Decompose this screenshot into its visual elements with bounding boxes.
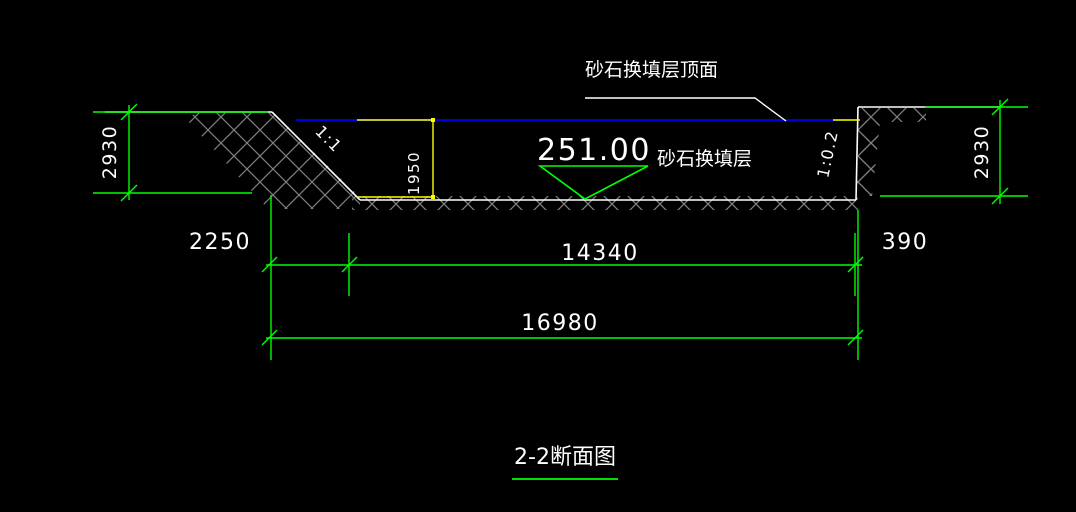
- depth-dimension-1950: [357, 119, 860, 198]
- dim-right-offset-390: 390: [882, 230, 929, 255]
- left-slope-hatch: [186, 113, 360, 209]
- bottom-hatch: [352, 196, 858, 210]
- drawing-title: 2-2断面图: [514, 445, 616, 470]
- dim-bottom-width-14340: 14340: [561, 241, 639, 266]
- dim-total-width-16980: 16980: [521, 311, 599, 336]
- depth-dim-ticks: [431, 118, 435, 199]
- elevation-value-251: 251.00: [537, 133, 651, 168]
- label-top-of-fill-layer: 砂石换填层顶面: [585, 59, 718, 81]
- dim-depth-1950: 1950: [405, 151, 423, 195]
- elevation-triangle-marker: [537, 165, 649, 200]
- dim-14340-lines: [261, 195, 864, 360]
- slope-label-left: 1:1: [311, 122, 346, 157]
- dim-left-height-2930: 2930: [99, 125, 121, 179]
- slope-label-right: 1:0.2: [813, 128, 842, 179]
- dim-right-height-2930: 2930: [971, 125, 993, 179]
- right-slope-hatch: [856, 108, 926, 196]
- dim-left-offset-2250: 2250: [189, 230, 251, 255]
- label-fill-layer: 砂石换填层: [657, 148, 752, 170]
- top-label-leader-line: [585, 97, 787, 122]
- dim-left-2930-lines: [93, 103, 268, 202]
- dim-right-2930-lines: [880, 98, 1028, 205]
- dim-16980-lines: [261, 210, 864, 360]
